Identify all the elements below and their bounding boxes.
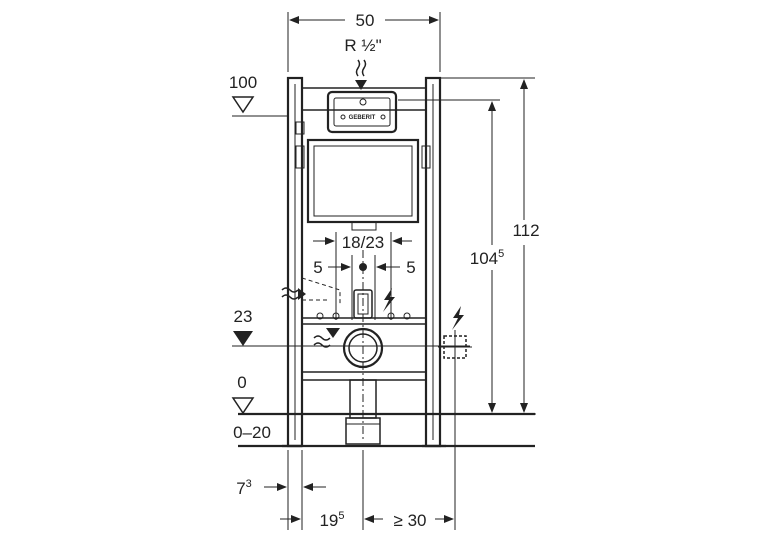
svg-text:1045: 1045 bbox=[470, 248, 505, 268]
offset-left-label: 5 bbox=[313, 258, 322, 277]
bracket-spacing-label: 18/23 bbox=[342, 233, 385, 252]
level-markers: 100 23 0 0–20 bbox=[229, 73, 470, 442]
level-100-label: 100 bbox=[229, 73, 257, 92]
foot-offset-sup: 3 bbox=[246, 478, 252, 490]
total-height-label: 112 bbox=[512, 221, 539, 240]
svg-text:195: 195 bbox=[319, 510, 344, 530]
symbols bbox=[281, 287, 472, 364]
foot-offset-label: 7 bbox=[236, 479, 245, 498]
svg-text:73: 73 bbox=[236, 478, 252, 498]
bottom-dimensions: 73 195 ≥ 30 bbox=[236, 364, 456, 530]
inlet-label: R ½" bbox=[344, 36, 381, 55]
drain-offset-label: 19 bbox=[319, 511, 338, 530]
pipework bbox=[301, 277, 411, 445]
level-23-label: 23 bbox=[234, 307, 253, 326]
flush-plate: GEBERIT bbox=[326, 90, 398, 134]
plate-label: GEBERIT bbox=[349, 115, 376, 121]
level-0-label: 0 bbox=[237, 373, 246, 392]
drain-offset-sup: 5 bbox=[338, 510, 344, 522]
lightning-icon-center bbox=[383, 288, 395, 312]
min-distance-label: ≥ 30 bbox=[394, 511, 427, 530]
electrical-socket-icon bbox=[438, 330, 472, 364]
dimension-width: 50 R ½" bbox=[287, 11, 441, 72]
cistern bbox=[306, 138, 420, 231]
cistern-height-sup: 5 bbox=[498, 248, 504, 260]
water-supply-icon bbox=[281, 287, 306, 300]
floor-lines bbox=[238, 412, 535, 448]
installation-frame bbox=[282, 76, 446, 448]
lightning-icon-right bbox=[452, 306, 464, 330]
offset-right-label: 5 bbox=[406, 258, 415, 277]
floor-adjust-label: 0–20 bbox=[233, 423, 271, 442]
water-drain-icon bbox=[313, 328, 340, 348]
bracket-dimensions: 18/23 5 5 bbox=[313, 232, 416, 440]
cistern-height-label: 104 bbox=[470, 249, 498, 268]
width-label: 50 bbox=[356, 11, 375, 30]
water-inlet-icon bbox=[355, 59, 367, 90]
dimension-heights: 112 1045 bbox=[398, 77, 540, 415]
